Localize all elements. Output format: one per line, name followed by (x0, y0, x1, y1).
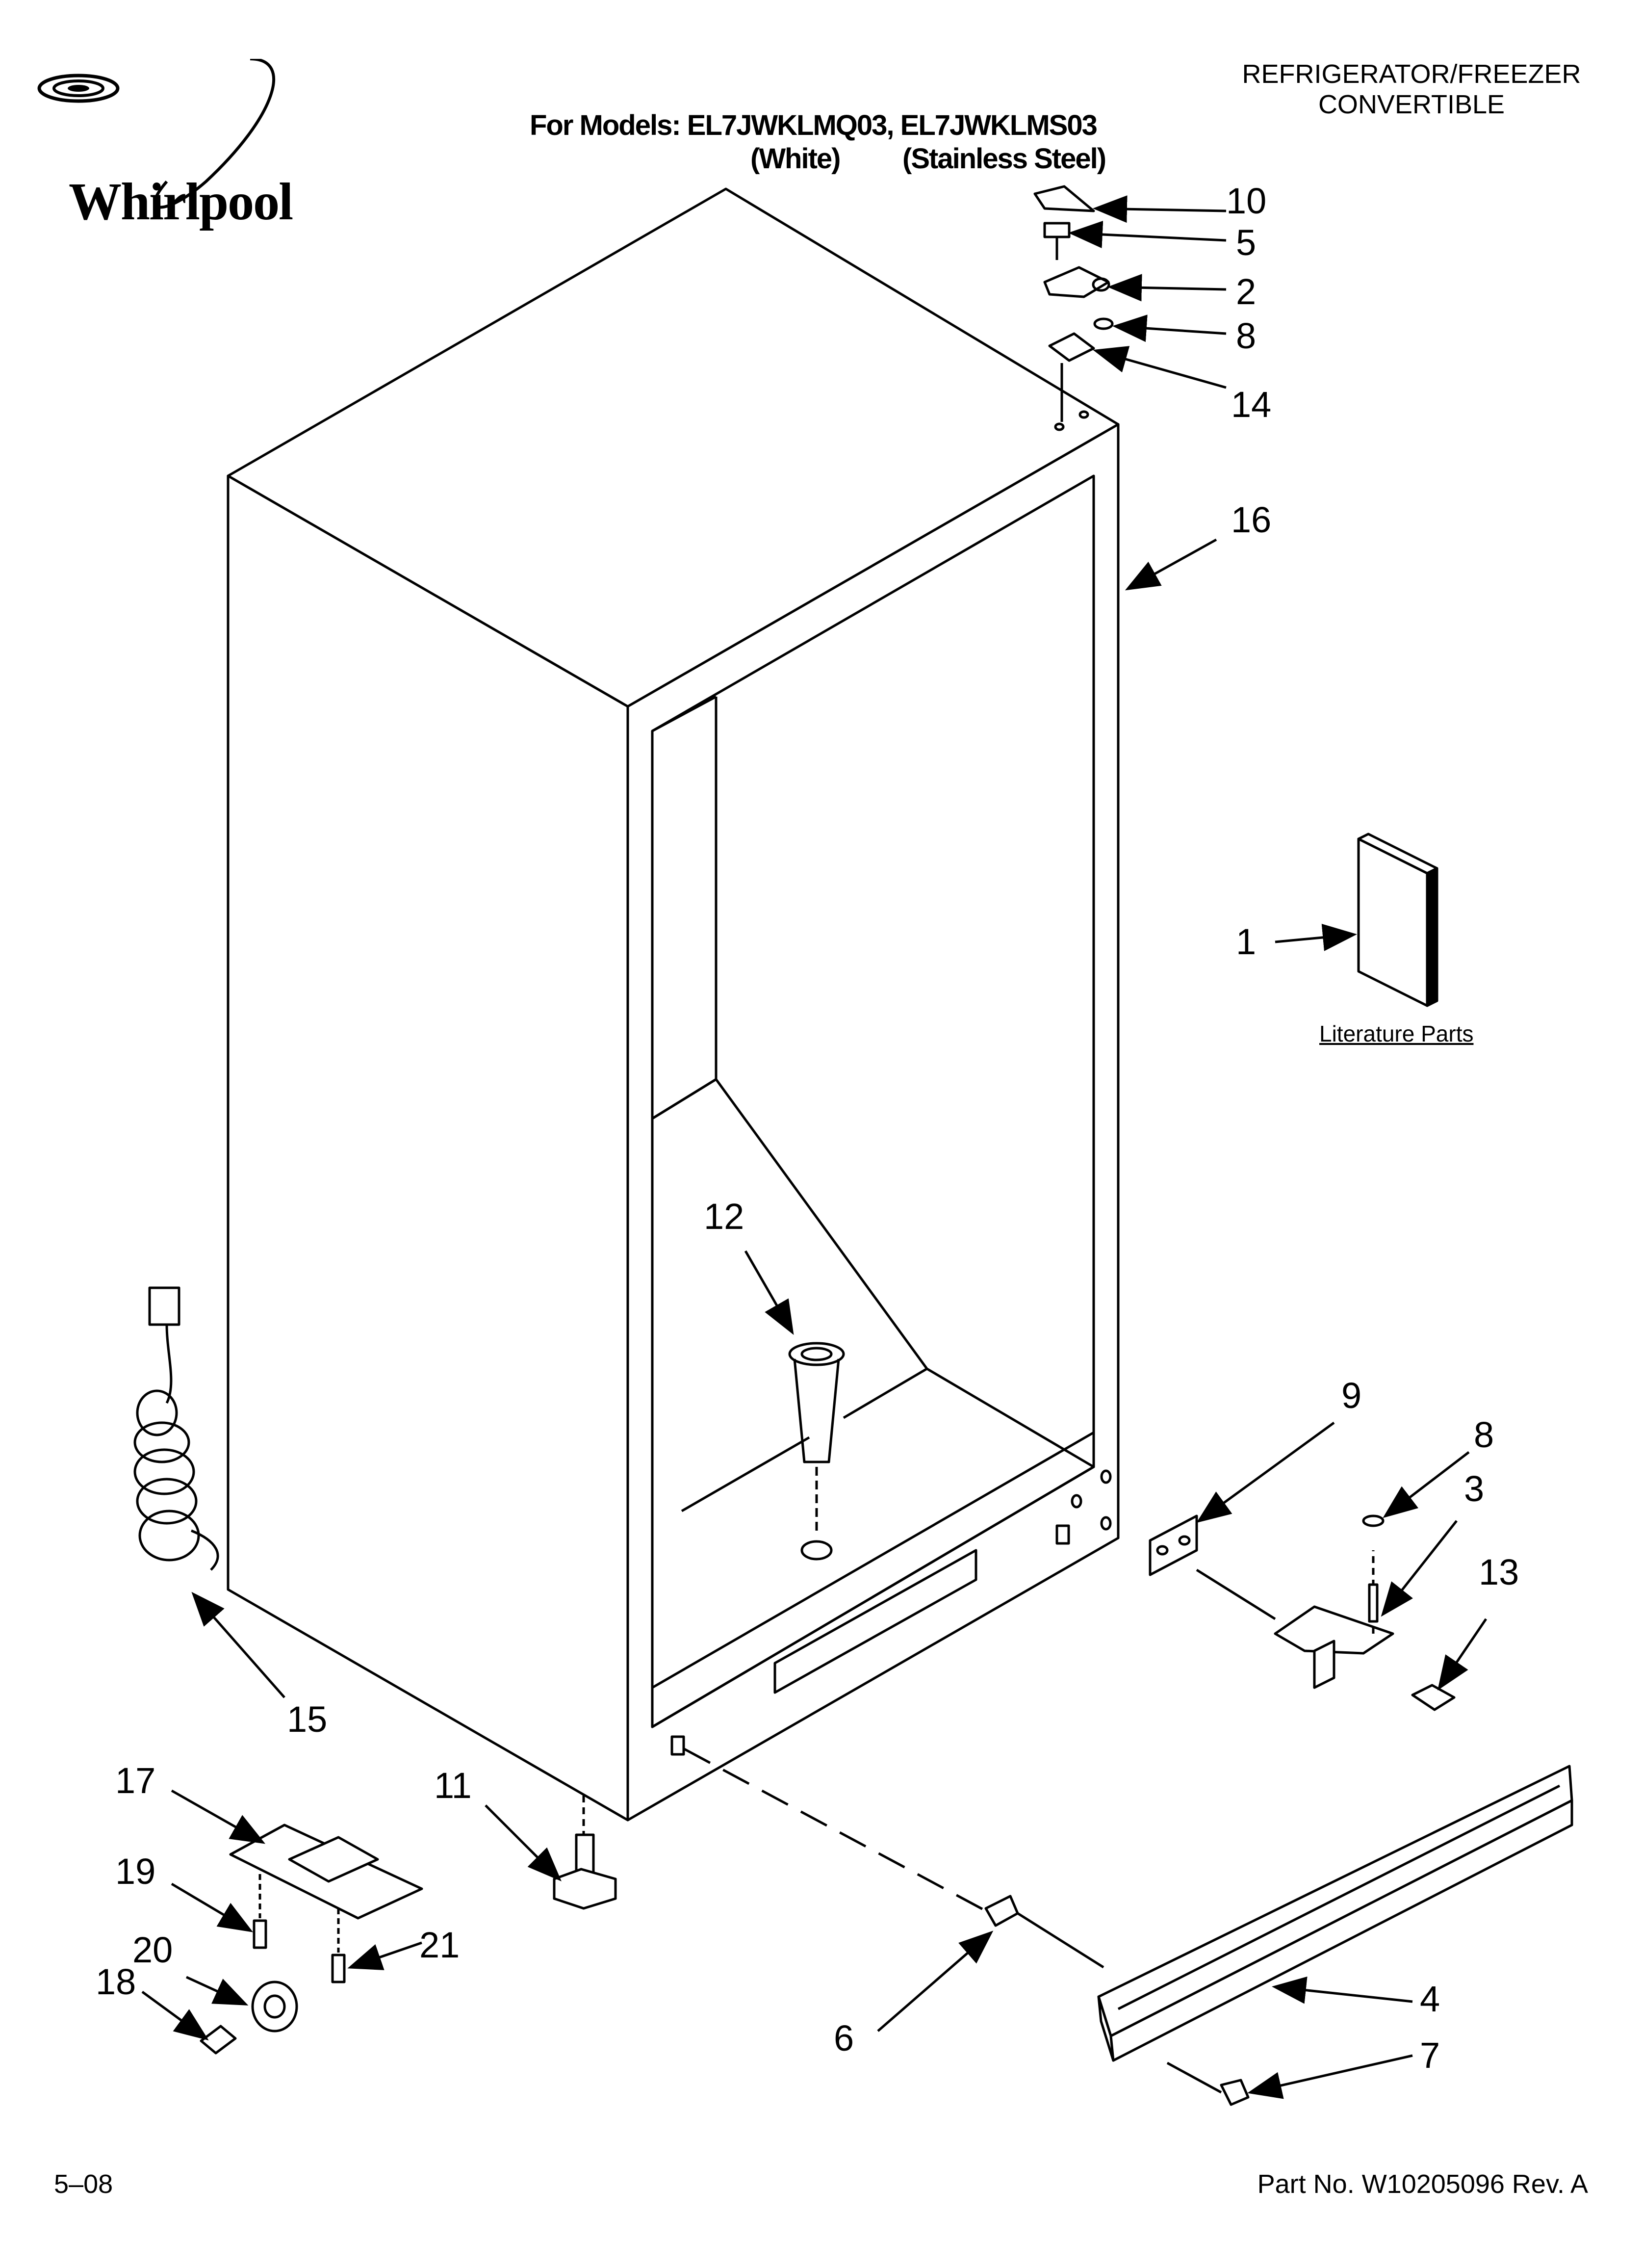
model-variant-white: (White) (750, 143, 841, 175)
callout-16: 16 (1231, 499, 1271, 540)
whirlpool-swirl-icon (37, 57, 275, 209)
callout-21: 21 (419, 1925, 460, 1965)
literature-parts-label: Literature Parts (1319, 1021, 1474, 1046)
callout-4: 4 (1420, 1979, 1440, 2019)
callout-7: 7 (1420, 2035, 1440, 2076)
callout-13: 13 (1479, 1552, 1519, 1592)
callout-leader-lines (141, 195, 1488, 2099)
callout-8-bottom: 8 (1474, 1414, 1494, 1455)
callout-9: 9 (1341, 1375, 1361, 1416)
callout-3: 3 (1464, 1468, 1484, 1509)
callout-11: 11 (434, 1765, 472, 1806)
callout-18: 18 (96, 1961, 136, 2002)
grille-clip-part-6 (683, 1747, 1104, 1969)
model-variant-stainless: (Stainless Steel) (902, 143, 1106, 175)
power-cord-part-15 (133, 1286, 219, 1571)
callout-12: 12 (704, 1196, 744, 1237)
callout-8-top: 8 (1236, 315, 1256, 356)
part-number: Part No. W10205096 Rev. A (1257, 2169, 1588, 2199)
callout-14: 14 (1231, 384, 1271, 425)
literature-parts-booklet (1357, 833, 1438, 1007)
bottom-hinge-assembly (1149, 1514, 1456, 1711)
doc-type-line-2: CONVERTIBLE (1318, 90, 1505, 119)
models-title: For Models: EL7JWKLMQ03, EL7JWKLMS03 (530, 109, 1098, 141)
callout-numbers: 1 2 3 4 5 6 7 8 8 9 10 11 12 13 14 15 16… (96, 181, 1519, 2076)
brand-wordmark: Whirlpool (69, 173, 293, 231)
top-hinge-assembly (1033, 185, 1114, 422)
revision-date: 5–08 (54, 2169, 113, 2199)
callout-19: 19 (115, 1851, 155, 1892)
document-type: REFRIGERATOR/FREEZER CONVERTIBLE (1225, 59, 1598, 120)
base-grille-part-4 (1097, 1765, 1573, 2062)
callout-17: 17 (115, 1760, 155, 1801)
callout-2: 2 (1236, 271, 1256, 312)
screw-part-7 (1166, 2061, 1250, 2106)
callout-15: 15 (287, 1699, 327, 1740)
leveling-leg-part-11 (553, 1796, 617, 1910)
roller-assembly (200, 1824, 423, 2055)
doc-type-line-1: REFRIGERATOR/FREEZER (1242, 59, 1581, 89)
callout-1: 1 (1236, 921, 1256, 962)
callout-5: 5 (1236, 222, 1256, 263)
whirlpool-logo: Whirlpool (20, 57, 334, 231)
cabinet-part-16 (227, 187, 1120, 1822)
callout-10: 10 (1226, 181, 1266, 221)
callout-20: 20 (132, 1929, 173, 1970)
drain-tube-part-12 (788, 1342, 845, 1561)
callout-6: 6 (834, 2018, 854, 2059)
